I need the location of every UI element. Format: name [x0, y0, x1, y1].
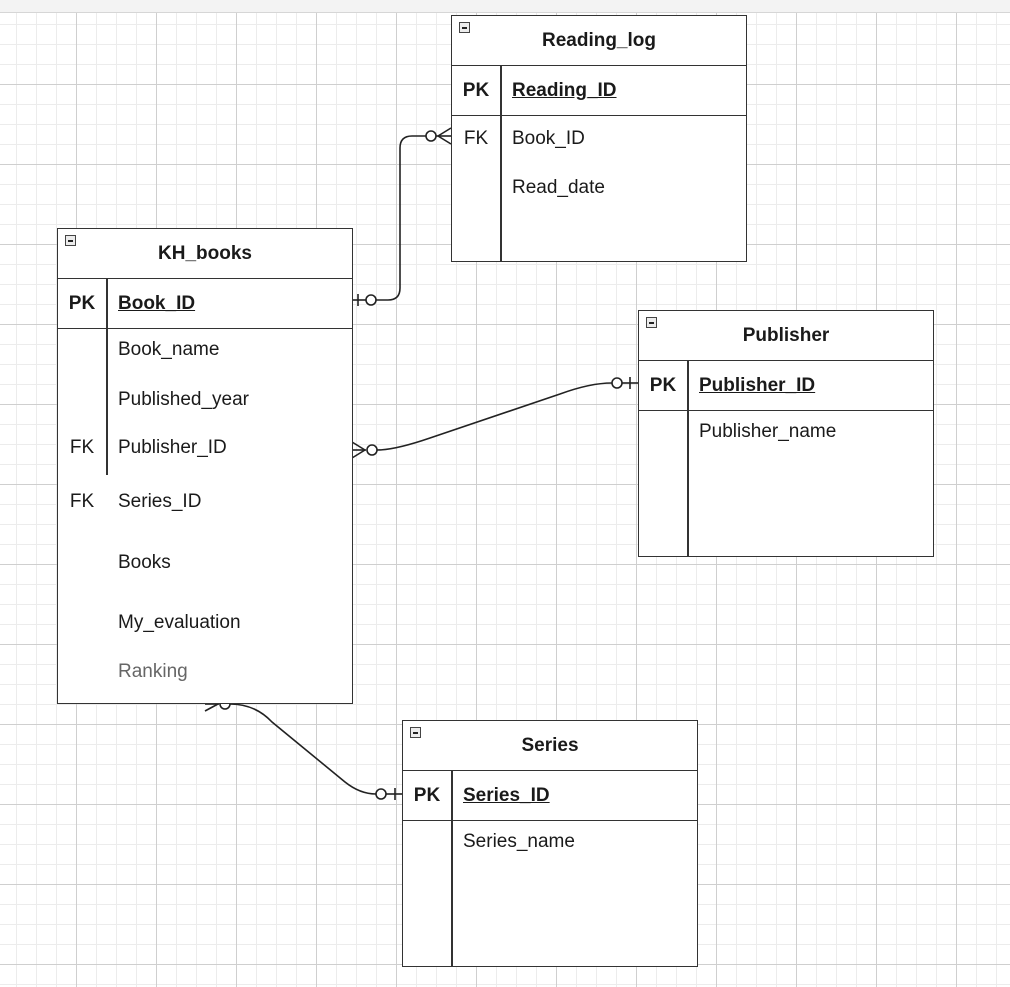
attribute-name: Books — [118, 552, 171, 573]
attribute-row[interactable]: Series_name — [403, 827, 697, 857]
relationship-books-series[interactable] — [204, 696, 402, 800]
column-divider — [500, 66, 502, 115]
pk-field-name: Book_ID — [118, 292, 196, 314]
pk-row[interactable]: PK Series_ID — [403, 771, 697, 821]
attribute-name: Publisher_ID — [118, 437, 227, 458]
attribute-row[interactable]: Published_year — [58, 385, 352, 415]
attribute-row[interactable]: FK Publisher_ID — [58, 433, 352, 463]
entity-header[interactable]: KH_books — [58, 229, 352, 279]
entity-reading-log[interactable]: Reading_log PK Reading_ID FK Book_ID Rea… — [451, 15, 747, 262]
pk-label: PK — [649, 374, 677, 396]
entity-kh-books[interactable]: KH_books PK Book_ID Book_name Published_… — [57, 228, 353, 704]
attribute-row[interactable]: My_evaluation — [58, 608, 352, 638]
column-divider — [451, 771, 453, 820]
attribute-row[interactable]: Publisher_name — [639, 417, 933, 447]
key-label: FK — [463, 128, 489, 149]
key-label: FK — [69, 437, 95, 458]
entity-series[interactable]: Series PK Series_ID Series_name — [402, 720, 698, 967]
attribute-row[interactable]: Books — [58, 548, 352, 578]
entity-title: Reading_log — [541, 29, 656, 51]
collapse-icon[interactable] — [646, 317, 657, 328]
relationship-books-publisher[interactable] — [351, 377, 638, 459]
entity-title: Publisher — [742, 324, 830, 346]
attribute-row[interactable]: Book_name — [58, 335, 352, 365]
column-divider — [106, 279, 108, 328]
relationship-books-readinglog[interactable] — [352, 127, 452, 306]
canvas-top-bar — [0, 0, 1010, 13]
column-divider — [451, 821, 453, 967]
attribute-name: Ranking — [118, 661, 188, 682]
attribute-name: Read_date — [512, 177, 605, 198]
pk-field-name: Reading_ID — [512, 79, 617, 101]
attribute-name: Series_name — [463, 831, 575, 852]
entity-publisher[interactable]: Publisher PK Publisher_ID Publisher_name — [638, 310, 934, 557]
key-label: FK — [69, 491, 95, 512]
attribute-row[interactable]: Ranking — [58, 657, 352, 687]
attribute-name: Book_ID — [512, 128, 585, 149]
pk-row[interactable]: PK Publisher_ID — [639, 361, 933, 411]
column-divider — [500, 116, 502, 262]
attribute-name: Published_year — [118, 389, 249, 410]
attribute-row[interactable]: FK Book_ID — [452, 124, 746, 154]
pk-row[interactable]: PK Reading_ID — [452, 66, 746, 116]
entity-header[interactable]: Publisher — [639, 311, 933, 361]
pk-label: PK — [462, 79, 490, 101]
attribute-row[interactable]: Read_date — [452, 173, 746, 203]
pk-label: PK — [68, 292, 96, 314]
pk-label: PK — [413, 784, 441, 806]
attribute-name: My_evaluation — [118, 612, 241, 633]
collapse-icon[interactable] — [65, 235, 76, 246]
column-divider — [687, 411, 689, 557]
pk-row[interactable]: PK Book_ID — [58, 279, 352, 329]
collapse-icon[interactable] — [459, 22, 470, 33]
attribute-row[interactable]: FK Series_ID — [58, 487, 352, 517]
attribute-name: Book_name — [118, 339, 220, 360]
attribute-name: Series_ID — [118, 491, 202, 512]
entity-header[interactable]: Reading_log — [452, 16, 746, 66]
pk-field-name: Publisher_ID — [699, 374, 816, 396]
entity-header[interactable]: Series — [403, 721, 697, 771]
attribute-name: Publisher_name — [699, 421, 837, 442]
pk-field-name: Series_ID — [463, 784, 550, 806]
column-divider — [106, 329, 108, 475]
collapse-icon[interactable] — [410, 727, 421, 738]
entity-title: KH_books — [158, 242, 252, 264]
column-divider — [687, 361, 689, 410]
entity-title: Series — [521, 734, 579, 756]
